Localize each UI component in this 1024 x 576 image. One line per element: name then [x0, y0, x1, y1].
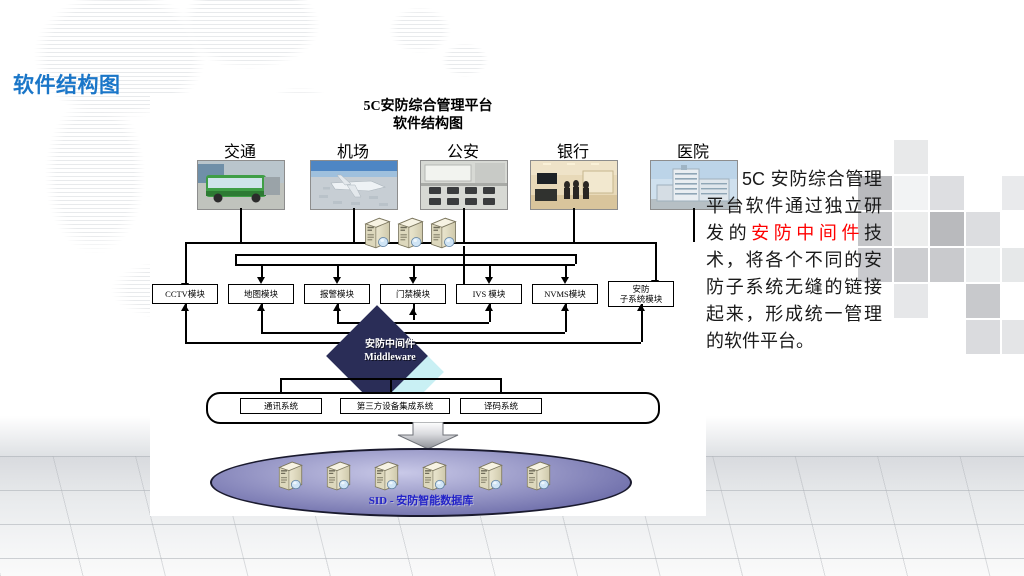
connector-line — [463, 246, 465, 284]
connector-line — [489, 264, 491, 277]
server-icon — [360, 216, 391, 249]
module-box-1[interactable]: CCTV模块 — [152, 284, 218, 304]
connector-line — [353, 208, 355, 242]
module-label-line2: 子系统模块 — [619, 294, 663, 304]
connector-line — [261, 304, 263, 332]
connector-line — [655, 242, 657, 280]
connector-line — [337, 304, 339, 322]
diagram-title-line2: 软件结构图 — [393, 117, 463, 132]
diagram-title-line1: 5C安防综合管理平台 — [363, 99, 493, 114]
module-box-5[interactable]: IVS 模块 — [456, 284, 522, 304]
connector-line — [693, 208, 695, 242]
airport-photo — [310, 160, 398, 210]
connector-arrow-down-icon — [408, 277, 417, 284]
database-label: SID - 安防智能数据库 — [368, 495, 474, 507]
module-label-line1: 安防 — [632, 284, 650, 294]
page-title: 软件结构图 — [13, 74, 121, 97]
connector-arrow-down-icon — [484, 277, 493, 284]
module-box-label: CCTV模块 — [165, 289, 205, 299]
connector-line — [235, 254, 237, 264]
module-box-label: 报警模块 — [319, 289, 354, 299]
connector-arrow-up-icon — [180, 304, 189, 311]
connector-arrow-up-icon — [256, 304, 265, 311]
server-icon — [426, 216, 457, 249]
module-box-3[interactable]: 报警模块 — [304, 284, 370, 304]
connector-line — [261, 264, 263, 277]
connector-line — [235, 264, 575, 266]
connector-arrow-up-icon — [484, 304, 493, 311]
bank-lobby-photo — [530, 160, 618, 210]
police-control-room-photo — [420, 160, 508, 210]
connector-line — [390, 342, 641, 344]
connector-arrow-down-icon — [560, 277, 569, 284]
description-highlight: 安防中间件 — [751, 223, 865, 243]
database-ellipse[interactable]: SID - 安防智能数据库 — [210, 448, 632, 517]
database-server-icon — [474, 460, 504, 491]
category-label-2: 机场 — [336, 144, 369, 161]
module-box-label: 安防子系统模块 — [620, 284, 663, 304]
connector-line — [573, 208, 575, 242]
description-paragraph: 5C 安防综合管理平台软件通过独立研发的安防中间件技术，将各个不同的安防子系统无… — [706, 166, 882, 355]
decorative-squares — [858, 140, 1024, 386]
connector-line — [240, 208, 242, 242]
bus-photo — [197, 160, 285, 210]
module-box-label: 地图模块 — [243, 289, 278, 299]
connector-line — [565, 264, 567, 277]
connector-line — [565, 304, 567, 332]
connector-arrow-up-icon — [332, 304, 341, 311]
connector-arrow-up-icon — [560, 304, 569, 311]
database-server-icon — [522, 460, 552, 491]
module-box-label: 门禁模块 — [395, 289, 430, 299]
connector-line — [337, 264, 339, 277]
module-box-4[interactable]: 门禁模块 — [380, 284, 446, 304]
connector-line — [280, 378, 282, 392]
database-server-icon — [370, 460, 400, 491]
connector-line — [185, 342, 390, 344]
category-label-3: 公安 — [446, 144, 479, 161]
software-structure-diagram: 5C安防综合管理平台 软件结构图 交通 机场 公安 银行 医院 CCTV模块 地图模块 报警… — [150, 96, 738, 517]
system-box-3[interactable]: 译码系统 — [460, 398, 542, 414]
connector-line — [641, 304, 643, 342]
connector-arrow-down-icon — [332, 277, 341, 284]
module-box-2[interactable]: 地图模块 — [228, 284, 294, 304]
system-box-1[interactable]: 通讯系统 — [240, 398, 322, 414]
database-server-icon — [322, 460, 352, 491]
description-part2: 技术，将各个不同的安防子系统无缝的链接起来，形成统一管理的软件平台。 — [706, 223, 883, 351]
connector-line — [489, 304, 491, 322]
description-part1: 5C 安防综合管理平台软件通过独立研发的 — [706, 169, 882, 243]
system-box-2[interactable]: 第三方设备集成系统 — [340, 398, 450, 414]
connector-arrow-up-icon — [408, 308, 417, 315]
connector-arrow-up-icon — [636, 304, 645, 311]
connector-line — [390, 378, 392, 392]
connector-line — [185, 304, 187, 342]
connector-line — [500, 378, 502, 392]
category-label-5: 医院 — [676, 144, 709, 161]
category-label-1: 交通 — [223, 144, 256, 161]
connector-line — [575, 254, 577, 264]
connector-line — [261, 332, 390, 334]
database-server-group — [212, 450, 630, 515]
module-box-6[interactable]: NVMS模块 — [532, 284, 598, 304]
module-box-label: NVMS模块 — [544, 289, 586, 299]
connector-line — [235, 254, 575, 256]
connector-arrow-down-icon — [256, 277, 265, 284]
server-icon — [393, 216, 424, 249]
module-box-label: IVS 模块 — [472, 289, 506, 299]
database-server-icon — [274, 460, 304, 491]
connector-line — [413, 264, 415, 277]
diagram-title: 5C安防综合管理平台 软件结构图 — [150, 98, 706, 134]
block-arrow-down-icon — [397, 421, 459, 450]
connector-line — [390, 322, 489, 324]
connector-line — [463, 208, 465, 242]
category-label-4: 银行 — [556, 144, 589, 161]
connector-line — [390, 332, 565, 334]
hospital-building-photo — [650, 160, 738, 210]
connector-line — [185, 242, 187, 283]
database-server-icon — [418, 460, 448, 491]
